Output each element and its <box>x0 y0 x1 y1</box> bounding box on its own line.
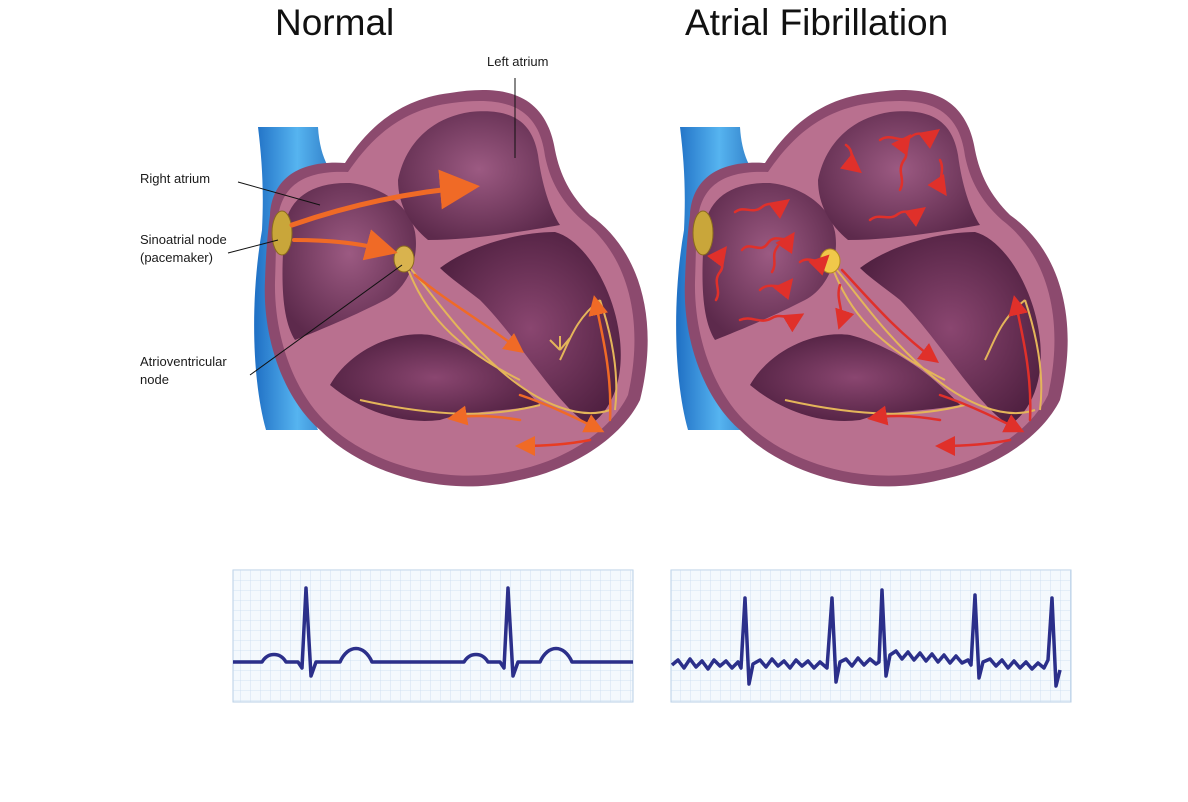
afib-heart <box>676 90 1068 487</box>
right-atrium <box>702 182 836 340</box>
fib-arrow <box>738 313 805 333</box>
ecg-afib <box>670 569 1072 703</box>
signal-arrow <box>588 295 612 422</box>
label-atrioventricular-node: Atrioventricular <box>140 354 227 369</box>
fib-arrow <box>878 129 941 149</box>
leader-line <box>227 239 279 254</box>
sa-node <box>692 210 714 256</box>
signal-arrow <box>289 169 480 228</box>
right-ventricle <box>750 334 960 421</box>
left-ventricle <box>860 232 1041 425</box>
sa-node <box>271 210 293 256</box>
right-ventricle <box>330 334 540 421</box>
fib-arrow <box>840 143 862 174</box>
fib-arrow <box>733 199 791 219</box>
signal-arrow <box>447 405 522 426</box>
ecg-trace <box>670 588 1062 688</box>
ecg-normal <box>232 569 634 703</box>
fib-arrow <box>938 393 1025 433</box>
normal-heart <box>227 78 648 487</box>
leader-line <box>249 264 403 376</box>
fib-arrow <box>891 133 911 192</box>
ecg-grid-lines <box>233 570 633 702</box>
fibrillation-signals <box>707 129 1032 456</box>
fib-arrow <box>758 244 790 290</box>
fib-arrow <box>840 268 939 364</box>
left-ventricle <box>440 232 621 425</box>
fib-arrow <box>868 207 927 227</box>
label-left-atrium: Left atrium <box>487 54 549 69</box>
label-right-atrium: Right atrium <box>140 171 211 186</box>
label-atrioventricular-node-sub: node <box>140 372 169 387</box>
fib-arrow <box>740 231 795 255</box>
title-atrial-fibrillation: Atrial Fibrillation <box>685 2 949 43</box>
right-atrium <box>282 182 416 340</box>
fib-arrow <box>798 254 830 276</box>
conduction-fibers <box>359 261 618 415</box>
signal-arrow <box>413 273 525 353</box>
label-sinoatrial-node-sub: (pacemaker) <box>140 250 213 265</box>
title-normal: Normal <box>275 2 395 43</box>
signal-arrow <box>518 393 605 433</box>
fib-arrow <box>835 283 855 330</box>
ecg-grid-lines <box>671 570 1071 702</box>
fib-arrow <box>927 158 947 197</box>
fib-arrow <box>867 405 942 426</box>
ecg-trace <box>233 586 633 678</box>
label-sinoatrial-node: Sinoatrial node <box>140 232 227 247</box>
signal-arrow <box>515 435 592 456</box>
fib-arrow <box>935 435 1012 456</box>
signal-arrow <box>292 229 398 261</box>
leader-line <box>237 181 321 206</box>
fib-arrow <box>707 245 727 302</box>
fib-arrow <box>1008 295 1032 422</box>
conduction-fibers <box>784 261 1043 415</box>
